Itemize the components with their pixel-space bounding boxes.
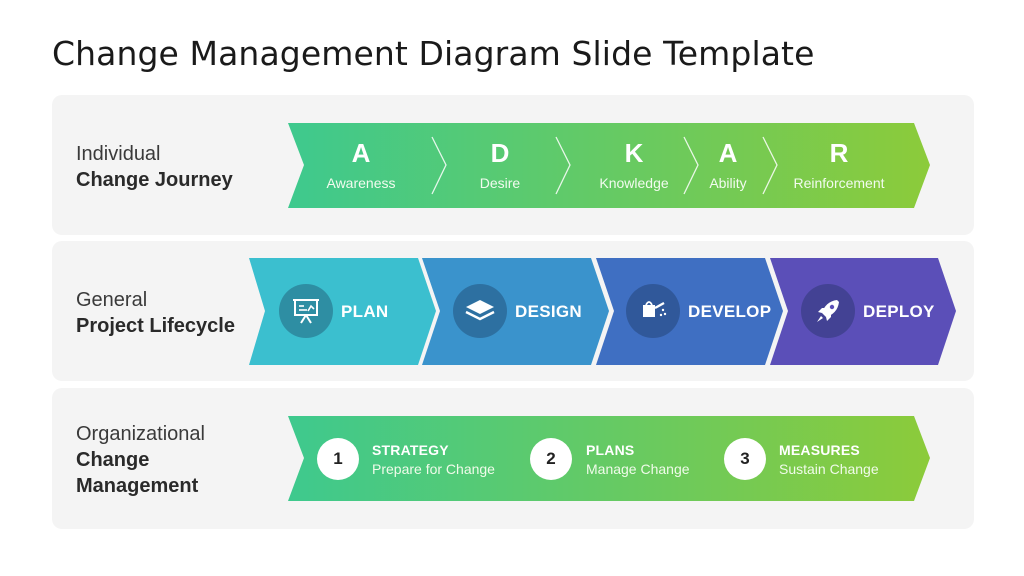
step-subtitle: Manage Change (586, 461, 690, 477)
step-subtitle: Prepare for Change (372, 461, 495, 477)
adkar-divider (762, 136, 778, 195)
row-label-bold: Project Lifecycle (76, 315, 235, 337)
adkar-word: Reinforcement (793, 175, 885, 191)
lifecycle-label: DEPLOY (863, 302, 935, 321)
lifecycle-label: DESIGN (515, 302, 582, 321)
adkar-word: Desire (479, 175, 521, 191)
adkar-arrow (288, 123, 930, 208)
rocket-icon (801, 284, 855, 338)
row-label-bold: Change Journey (76, 169, 233, 191)
develop-chevron (596, 258, 783, 365)
step-number: 2 (530, 438, 572, 480)
layers-icon (453, 284, 507, 338)
watering-can-icon (626, 284, 680, 338)
adkar-word: Ability (709, 175, 747, 191)
slide-title: Change Management Diagram Slide Template (52, 34, 815, 73)
presentation-board-icon (279, 284, 333, 338)
org-arrow (288, 416, 930, 501)
adkar-letter: D (490, 138, 510, 168)
step-number: 1 (317, 438, 359, 480)
adkar-divider (431, 136, 447, 195)
row-label-org-change: Organizational Change Management (76, 421, 236, 499)
step-number: 3 (724, 438, 766, 480)
step-heading: MEASURES (779, 442, 860, 458)
step-heading: PLANS (586, 442, 635, 458)
adkar-letter: K (624, 138, 644, 168)
adkar-word: Awareness (326, 175, 396, 191)
lifecycle-label: PLAN (341, 302, 389, 321)
adkar-divider (555, 136, 571, 195)
step-subtitle: Sustain Change (779, 461, 879, 477)
adkar-letter: A (351, 138, 371, 168)
step-heading: STRATEGY (372, 442, 449, 458)
adkar-word: Knowledge (599, 175, 669, 191)
row-label-light: Organizational (76, 423, 205, 445)
design-chevron (422, 258, 609, 365)
deploy-chevron (770, 258, 956, 365)
row-label-bold: Change Management (76, 449, 199, 497)
lifecycle-label: DEVELOP (688, 302, 772, 321)
row-label-light: General (76, 289, 148, 311)
row-label-light: Individual (76, 143, 161, 165)
adkar-divider (683, 136, 699, 195)
adkar-letter: A (718, 138, 738, 168)
row-label-change-journey: Individual Change Journey (76, 141, 233, 193)
row-label-project-lifecycle: General Project Lifecycle (76, 287, 235, 339)
plan-chevron (249, 258, 436, 365)
adkar-letter: R (829, 138, 849, 168)
